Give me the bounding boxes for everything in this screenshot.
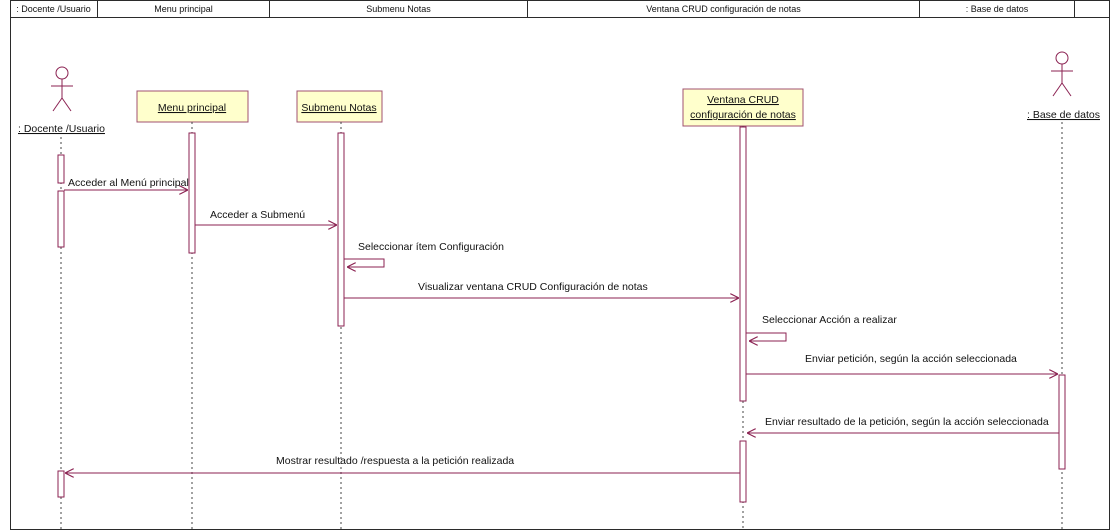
message-label-5: Seleccionar Acción a realizar [762,314,897,326]
activation-menu-principal [188,132,196,254]
message-label-8: Mostrar resultado /respuesta a la petici… [276,455,514,467]
object-ventana-crud: Ventana CRUD configuración de notas [682,88,804,127]
actor-base-datos-label: : Base de datos [1027,109,1100,121]
message-lines [64,190,1059,473]
actor-docente: : Docente /Usuario [18,66,105,135]
lifelines [60,122,1063,531]
object-ventana-crud-label-2: configuración de notas [690,109,796,121]
activation-docente-1 [57,154,65,184]
lane-ventana-crud: Ventana CRUD configuración de notas [528,0,920,18]
message-label-7: Enviar resultado de la petición, según l… [765,416,1049,428]
activation-bars [57,126,1066,503]
object-ventana-crud-label-1: Ventana CRUD [707,94,779,106]
object-menu-principal: Menu principal [136,90,249,123]
actor-base-datos: : Base de datos [1027,51,1100,121]
lane-submenu-notas: Submenu Notas [270,0,528,18]
object-menu-principal-label: Menu principal [158,102,226,114]
activation-base-datos [1058,374,1066,470]
object-submenu-notas-label: Submenu Notas [301,102,376,114]
activation-submenu-notas [337,132,345,327]
actor-docente-label: : Docente /Usuario [18,123,105,135]
message-label-1: Acceder al Menú principal [68,177,189,189]
object-submenu-notas: Submenu Notas [296,90,383,123]
activation-ventana-crud-2 [739,440,747,503]
message-label-6: Enviar petición, según la acción selecci… [805,353,1017,365]
stick-figure-icon [51,66,73,112]
message-label-3: Seleccionar ítem Configuración [358,241,504,253]
lane-menu-principal: Menu principal [98,0,270,18]
message-arrow-5 [746,332,787,341]
message-label-2: Acceder a Submenú [210,209,305,221]
lane-docente: : Docente /Usuario [10,0,98,18]
stick-figure-icon [1051,51,1073,97]
activation-docente-2 [57,190,65,248]
diagram-frame [10,0,1110,530]
lane-base-datos: : Base de datos [920,0,1075,18]
swimlane-header: : Docente /Usuario Menu principal Submen… [10,0,1110,18]
message-arrow-3 [344,258,385,267]
message-label-4: Visualizar ventana CRUD Configuración de… [418,281,648,293]
activation-docente-3 [57,470,65,498]
activation-ventana-crud-1 [739,126,747,402]
